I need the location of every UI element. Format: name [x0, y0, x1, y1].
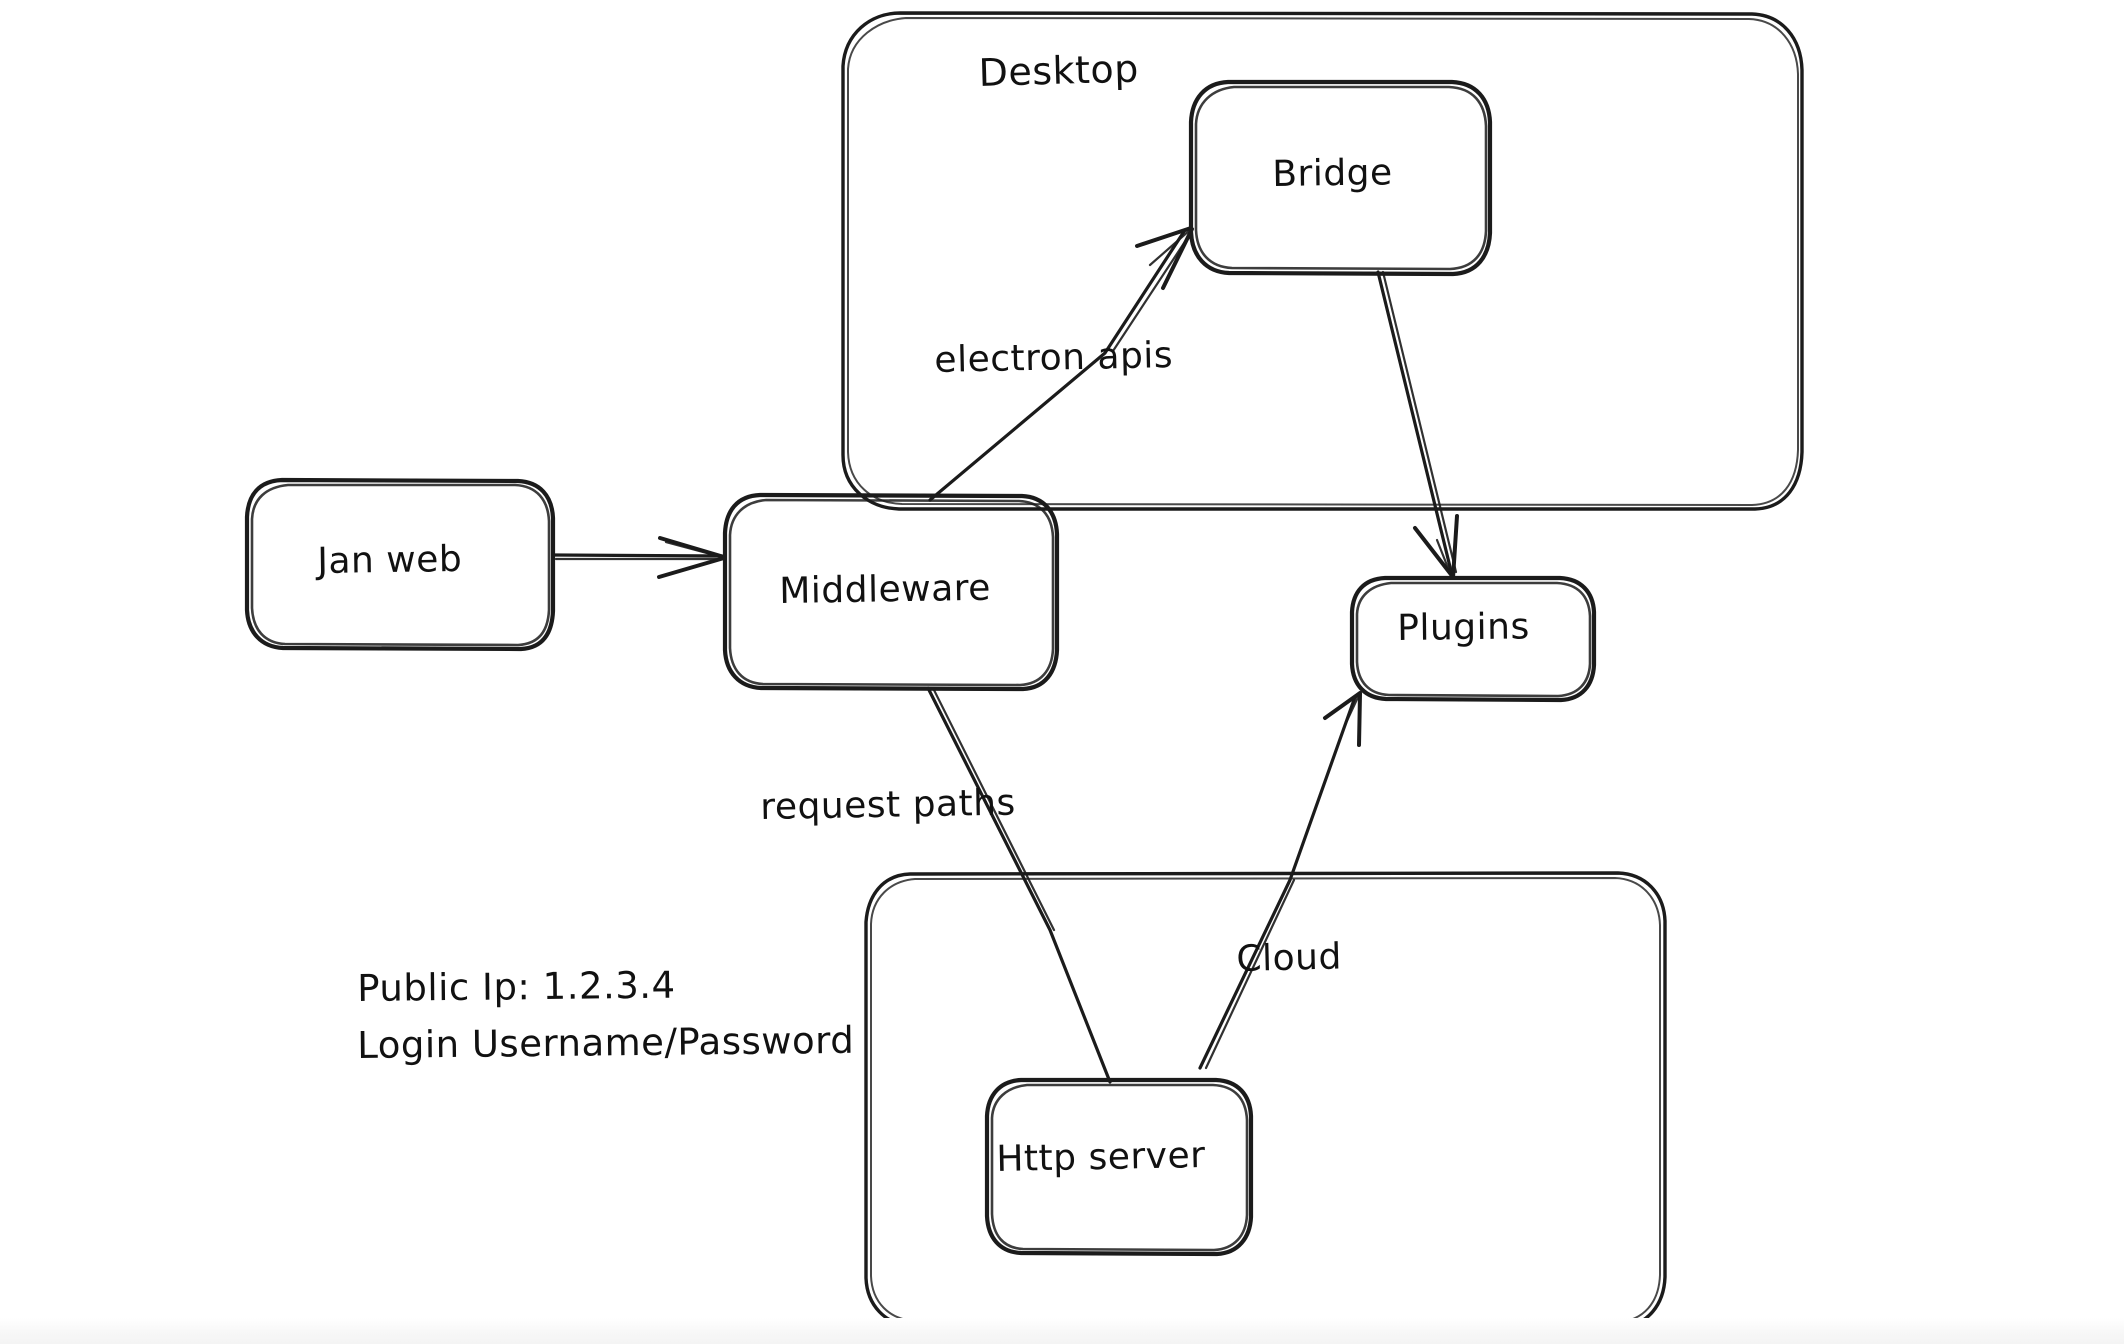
- node-label-jan-web: Jan web: [317, 538, 463, 582]
- bottom-edge-band: [0, 1318, 2124, 1344]
- node-label-http-server: Http server: [996, 1134, 1206, 1180]
- edge-middleware-to-httpserver: [926, 686, 1112, 1084]
- node-label-middleware: Middleware: [779, 567, 992, 612]
- edge-bridge-to-plugins: [1376, 270, 1459, 580]
- note-login-credentials: Login Username/Password: [357, 1018, 855, 1067]
- note-public-ip: Public Ip: 1.2.3.4: [357, 963, 676, 1010]
- container-label-desktop: Desktop: [978, 46, 1140, 95]
- edge-label-request-paths: request paths: [760, 782, 1017, 828]
- edge-httpserver-to-plugins: [1198, 691, 1362, 1070]
- edge-label-cloud: Cloud: [1236, 936, 1343, 980]
- edge-label-electron-apis: electron apis: [934, 335, 1174, 381]
- node-jan-web[interactable]: [244, 477, 556, 652]
- node-label-bridge: Bridge: [1272, 152, 1393, 195]
- node-label-plugins: Plugins: [1397, 606, 1530, 649]
- container-desktop: [841, 11, 1804, 511]
- node-middleware[interactable]: [722, 492, 1060, 692]
- node-bridge[interactable]: [1188, 79, 1493, 277]
- edge-middleware-to-bridge: [928, 226, 1194, 502]
- node-http-server[interactable]: [984, 1077, 1254, 1257]
- edge-janweb-to-middleware: [552, 536, 726, 579]
- node-plugins[interactable]: [1349, 575, 1597, 703]
